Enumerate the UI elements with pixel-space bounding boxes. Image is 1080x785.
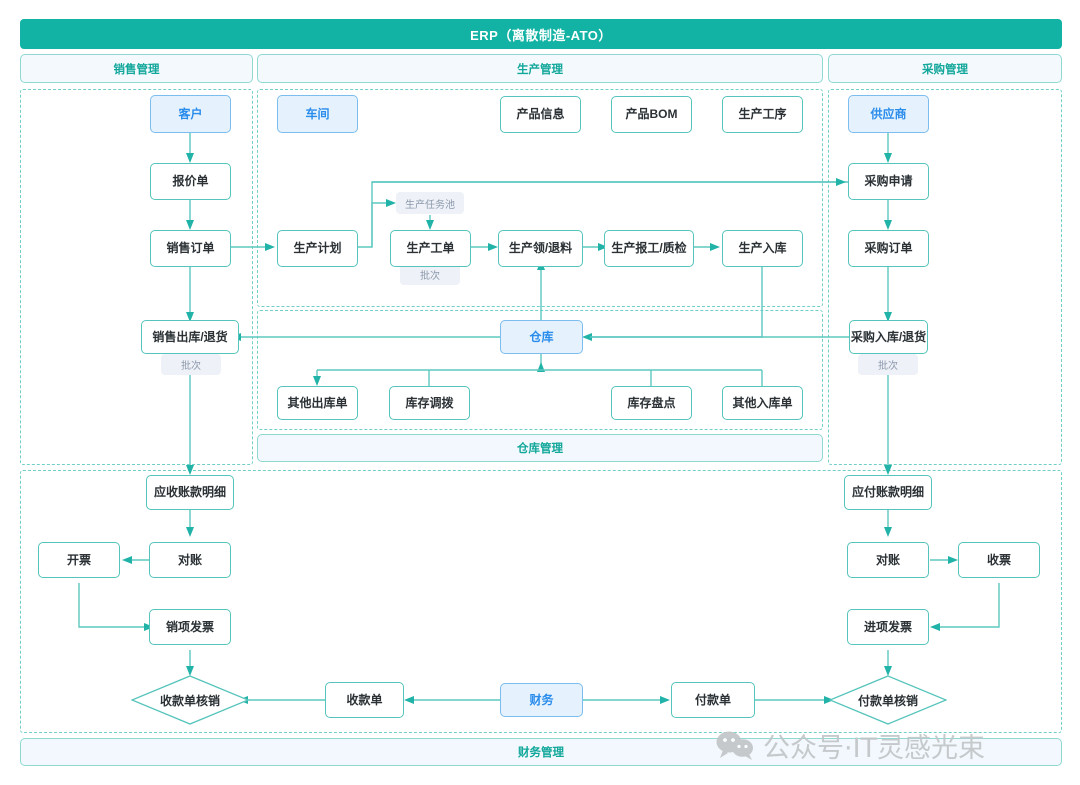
node-other-outbound[interactable]: 其他出库单 <box>277 386 358 420</box>
node-product-info[interactable]: 产品信息 <box>500 96 581 133</box>
lane-procurement <box>828 89 1062 465</box>
node-ap-detail[interactable]: 应付账款明细 <box>844 475 932 510</box>
wechat-icon <box>716 731 753 760</box>
node-invoice-receiving[interactable]: 收票 <box>958 542 1040 578</box>
node-ap-reconciliation[interactable]: 对账 <box>847 542 929 578</box>
diamond-shape <box>829 675 947 725</box>
diamond-shape <box>131 675 249 725</box>
node-supplier[interactable]: 供应商 <box>848 95 929 133</box>
node-ar-reconciliation[interactable]: 对账 <box>149 542 231 578</box>
node-production-report[interactable]: 生产报工/质检 <box>604 230 694 267</box>
node-workshop[interactable]: 车间 <box>277 95 358 133</box>
node-stock-count[interactable]: 库存盘点 <box>611 386 692 420</box>
node-input-invoice[interactable]: 进项发票 <box>847 609 929 645</box>
node-output-invoice[interactable]: 销项发票 <box>149 609 231 645</box>
node-customer[interactable]: 客户 <box>150 95 231 133</box>
node-payment-writeoff[interactable]: 付款单核销 <box>829 675 947 725</box>
node-production-plan[interactable]: 生产计划 <box>277 230 358 267</box>
lane-warehouse <box>257 310 823 430</box>
node-production-process[interactable]: 生产工序 <box>722 96 803 133</box>
section-header-sales: 销售管理 <box>20 54 253 83</box>
tag-batch-purchase: 批次 <box>858 354 918 375</box>
node-finance[interactable]: 财务 <box>500 683 583 717</box>
node-quotation[interactable]: 报价单 <box>150 163 231 200</box>
node-product-bom[interactable]: 产品BOM <box>611 96 692 133</box>
node-purchase-order[interactable]: 采购订单 <box>848 230 929 267</box>
node-payment-voucher[interactable]: 付款单 <box>671 682 755 718</box>
node-purchase-request[interactable]: 采购申请 <box>848 163 929 200</box>
section-header-procurement: 采购管理 <box>828 54 1062 83</box>
node-payment-writeoff-label: 付款单核销 <box>857 693 918 708</box>
watermark-text: 公众号·IT灵感光束 <box>763 733 986 764</box>
tag-task-pool: 生产任务池 <box>396 192 464 214</box>
tag-batch-sales: 批次 <box>161 354 221 375</box>
lane-finance <box>20 470 1062 733</box>
node-sales-outbound[interactable]: 销售出库/退货 <box>141 320 239 354</box>
tag-batch-workorder: 批次 <box>400 264 460 285</box>
node-production-workorder[interactable]: 生产工单 <box>390 230 471 267</box>
node-receipt-writeoff-label: 收款单核销 <box>159 693 220 708</box>
lane-sales <box>20 89 253 465</box>
erp-title-bar: ERP（离散制造-ATO） <box>20 19 1062 49</box>
node-stock-transfer[interactable]: 库存调拨 <box>389 386 470 420</box>
node-other-inbound[interactable]: 其他入库单 <box>722 386 803 420</box>
section-header-production: 生产管理 <box>257 54 823 83</box>
footer-band-finance: 财务管理 <box>20 738 1062 766</box>
footer-band-warehouse: 仓库管理 <box>257 434 823 462</box>
watermark: 公众号·IT灵感光束 <box>716 726 985 765</box>
node-receipt-voucher[interactable]: 收款单 <box>325 682 404 718</box>
node-invoicing[interactable]: 开票 <box>38 542 120 578</box>
node-sales-order[interactable]: 销售订单 <box>150 230 231 267</box>
node-warehouse[interactable]: 仓库 <box>500 320 583 354</box>
node-receipt-writeoff[interactable]: 收款单核销 <box>131 675 249 725</box>
node-ar-detail[interactable]: 应收账款明细 <box>146 475 234 510</box>
node-production-picking[interactable]: 生产领/退料 <box>498 230 583 267</box>
node-purchase-inbound[interactable]: 采购入库/退货 <box>849 320 928 354</box>
node-production-inbound[interactable]: 生产入库 <box>722 230 803 267</box>
